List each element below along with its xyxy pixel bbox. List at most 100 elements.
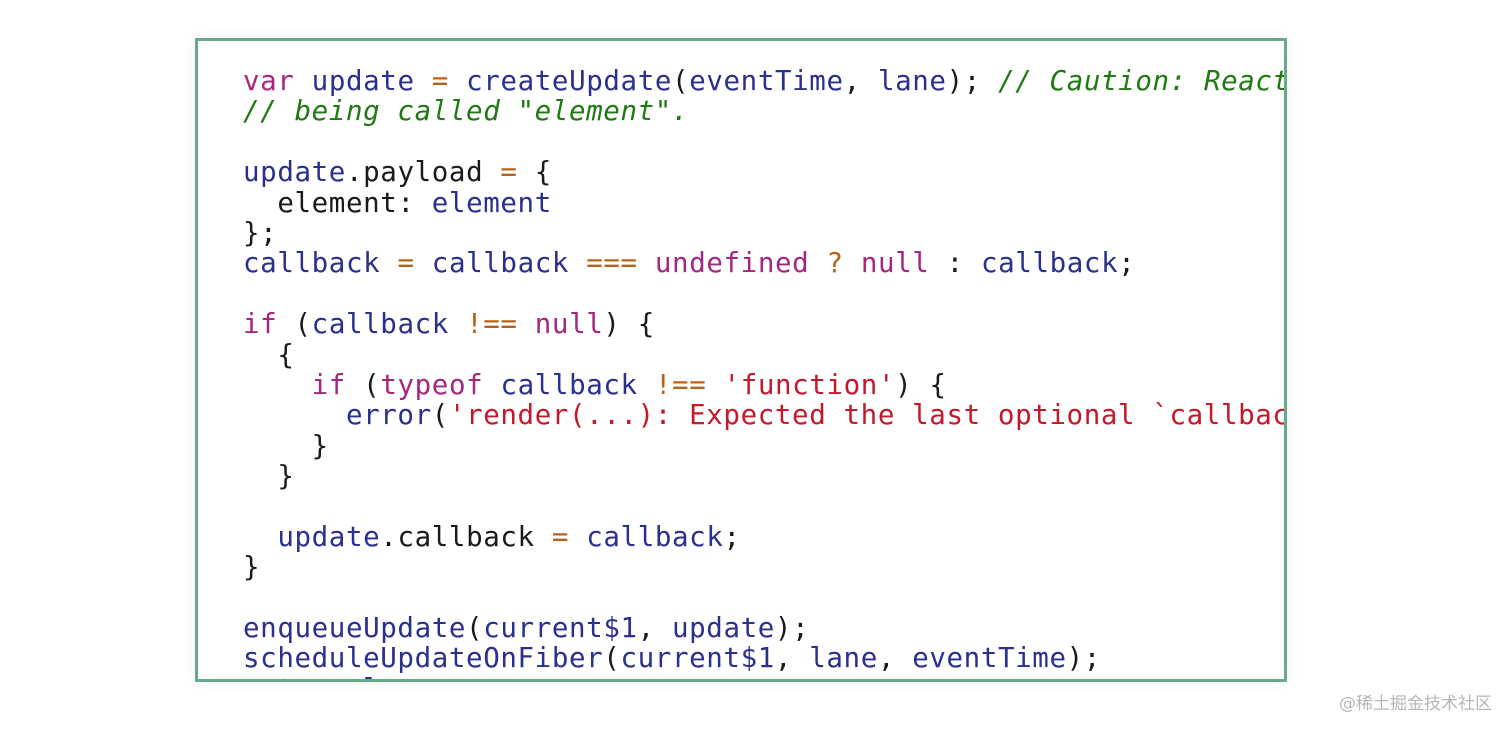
code-token: [964, 247, 981, 279]
code-line: }: [243, 429, 1284, 462]
code-token: [638, 369, 655, 401]
code-token: ): [895, 368, 913, 401]
code-token: // Caution: React DevTools currently dep…: [998, 65, 1287, 97]
code-token: (: [672, 65, 690, 97]
code-token: );: [1066, 642, 1101, 675]
code-token: (: [466, 612, 484, 645]
code-line: var update = createUpdate(eventTime, lan…: [243, 65, 1287, 97]
code-token: [535, 521, 552, 553]
code-token: [483, 156, 500, 188]
code-token: [415, 247, 432, 279]
code-token: [518, 308, 535, 340]
code-token: element: [277, 186, 398, 219]
code-token: createUpdate: [466, 65, 673, 97]
code-token: update: [671, 612, 775, 645]
code-token: if: [311, 368, 346, 401]
code-token: [346, 673, 363, 679]
code-token: update: [243, 156, 346, 189]
code-token: (: [363, 368, 381, 401]
code-token: ,: [843, 65, 878, 97]
code-token: current$1: [620, 642, 775, 675]
code-token: !==: [466, 308, 518, 341]
code-token: null: [534, 308, 604, 341]
code-token: [449, 65, 466, 97]
code-token: ,: [637, 612, 672, 645]
code-token: !==: [654, 368, 707, 401]
code-line: ​: [243, 583, 1284, 613]
code-token: (: [431, 399, 449, 432]
code-token: callback: [586, 520, 724, 553]
code-token: payload: [363, 156, 484, 189]
code-token: null: [860, 247, 930, 280]
code-token: lane: [809, 642, 878, 675]
code-line: {: [243, 338, 1284, 371]
code-token: element: [431, 186, 552, 219]
code-token: current$1: [483, 612, 638, 645]
code-token: ===: [586, 247, 638, 280]
code-line: if (typeof callback !== 'function') {: [243, 368, 1284, 401]
code-token: =: [431, 65, 449, 97]
code-token: }: [311, 429, 329, 462]
code-token: [449, 308, 466, 340]
code-token: lane: [877, 65, 947, 97]
code-token: [243, 187, 277, 219]
code-token: [346, 369, 363, 401]
code-token: ;: [723, 520, 741, 553]
code-line: };: [243, 216, 1284, 249]
code-token: 'function': [723, 368, 896, 401]
code-token: .: [345, 156, 364, 189]
code-line: update.payload = {: [243, 156, 1284, 189]
code-token: (: [294, 308, 312, 341]
code-token: {: [277, 338, 295, 371]
code-line: return lane;: [243, 673, 1284, 679]
code-line: }: [243, 460, 1284, 492]
code-token: [277, 308, 294, 340]
code-token: [243, 460, 277, 492]
code-token: // being called "element".: [243, 95, 690, 128]
code-token: );: [946, 65, 981, 97]
code-token: [706, 369, 723, 401]
code-token: [912, 369, 929, 401]
code-token: [929, 247, 946, 279]
code-token: {: [637, 308, 655, 341]
code-line: update.callback = callback;: [243, 520, 1284, 553]
code-token: [243, 521, 277, 553]
code-line: // being called "element".: [243, 95, 1284, 128]
code-token: :: [397, 186, 432, 219]
code-line: if (callback !== null) {: [243, 308, 1284, 341]
code-token: ;: [432, 673, 449, 679]
code-line: ​: [243, 279, 1284, 309]
code-token: 'render(...): Expected the last optional…: [448, 399, 1284, 432]
code-token: };: [243, 216, 278, 249]
code-line: enqueueUpdate(current$1, update);: [243, 612, 1284, 645]
code-line: error('render(...): Expected the last op…: [243, 399, 1284, 432]
code-panel: var update = createUpdate(eventTime, lan…: [195, 38, 1287, 682]
code-line: element: element: [243, 186, 1284, 219]
code-token: ;: [1118, 247, 1136, 280]
code-token: =: [397, 247, 415, 280]
code-token: [518, 156, 535, 188]
code-token: lane: [363, 673, 432, 679]
code-token: update: [277, 520, 381, 553]
code-token: );: [774, 612, 810, 645]
code-line: ​: [243, 127, 1284, 157]
code-token: eventTime: [912, 642, 1067, 675]
code-line: ​: [243, 491, 1284, 521]
code-token: var: [243, 65, 295, 97]
code-token: undefined: [654, 247, 810, 280]
code-token: [243, 369, 312, 401]
code-token: :: [946, 247, 964, 280]
code-token: update: [311, 65, 415, 97]
code-token: ,: [877, 642, 913, 675]
code-token: {: [929, 368, 947, 401]
code-token: [981, 65, 998, 97]
code-token: }: [243, 551, 261, 584]
code-token: {: [534, 156, 552, 189]
code-token: [844, 247, 861, 279]
code-line: }: [243, 551, 1284, 584]
code-token: if: [243, 308, 278, 341]
code-token: callback: [500, 368, 638, 401]
code-token: typeof: [380, 368, 484, 401]
code-token: =: [500, 156, 518, 189]
code-token: callback: [397, 520, 535, 553]
